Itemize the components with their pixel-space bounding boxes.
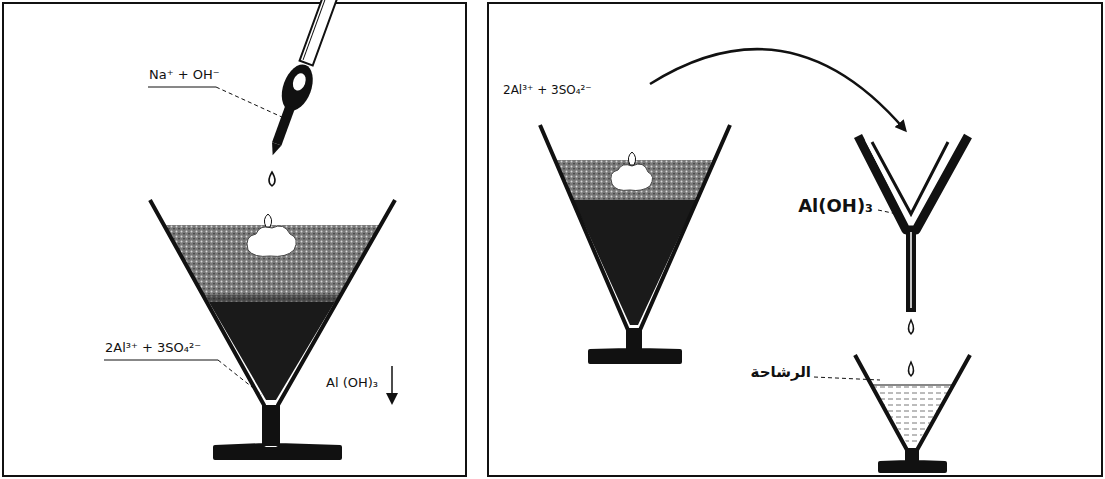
drop [909, 362, 914, 376]
underline [148, 87, 216, 88]
reagent-label: 2Al³⁺ + 3SO₄²⁻ [105, 341, 201, 356]
reagent-label: 2Al³⁺ + 3SO₄²⁻ [503, 84, 592, 98]
dropper [259, 0, 347, 160]
drop [909, 320, 914, 334]
precipitate-label: Al (OH)₃ [326, 376, 378, 391]
precipitate-label: Al(OH)₃ [798, 196, 873, 217]
leader-line [218, 360, 262, 395]
underline [104, 360, 218, 361]
conical-glass [540, 125, 740, 362]
leader-line [878, 210, 897, 214]
leader-line [216, 87, 284, 118]
funnel [858, 136, 968, 312]
conical-glass [855, 355, 970, 471]
panel-frame [3, 3, 466, 476]
transfer-arrow [650, 49, 905, 130]
reagent-label: Na⁺ + OH⁻ [149, 68, 220, 83]
leader-line [814, 377, 880, 380]
filtrate-label: الرشاحة [751, 364, 811, 381]
panel-frame [488, 3, 1102, 476]
conical-glass [150, 200, 400, 458]
precipitate-arrow [391, 366, 393, 402]
drop [269, 172, 275, 186]
